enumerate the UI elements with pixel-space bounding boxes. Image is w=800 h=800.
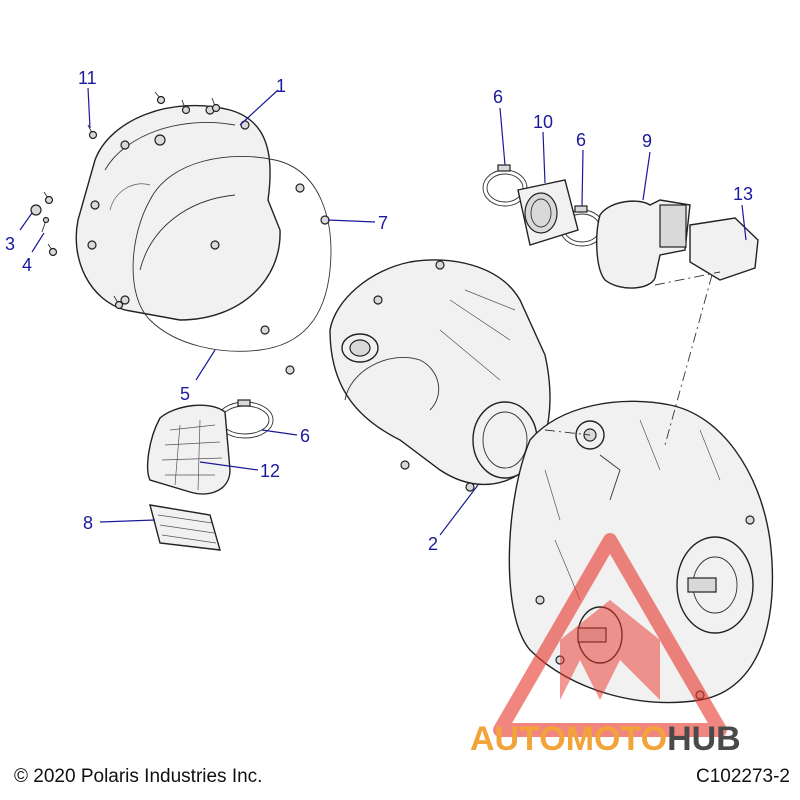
callout-2: 2 [428,534,438,554]
outer-clutch-cover [75,104,281,321]
callout-13: 13 [733,184,753,204]
intake-screen [149,504,221,551]
callout-7: 7 [378,213,388,233]
duct-cover-plate [689,217,759,281]
washer-and-pin [30,204,50,233]
watermark-part1: AUTOMOTO [470,720,667,758]
alignment-lines [544,271,721,446]
watermark-part2: HUB [667,720,741,758]
intake-elbow [596,199,691,289]
callout-5: 5 [180,384,190,404]
callout-4: 4 [22,255,32,275]
cover-screws [43,91,221,310]
watermark-text: AUTOMOTOHUB [470,720,741,758]
callout-8: 8 [83,513,93,533]
callout-10: 10 [533,112,553,132]
callout-3: 3 [5,234,15,254]
drawing-number: C102273-2 [695,766,790,787]
automotohub-watermark-logo [493,533,727,737]
callout-11: 11 [78,68,97,88]
callout-6-lower: 6 [300,426,310,446]
cover-gasket [132,155,332,352]
intake-duct-coupler [517,179,579,246]
callout-9: 9 [642,131,652,151]
callout-6-upper-right: 6 [576,130,586,150]
callout-1: 1 [276,76,286,96]
copyright-notice: © 2020 Polaris Industries Inc. [14,766,263,787]
callout-12: 12 [260,461,280,481]
inner-clutch-cover [329,259,551,492]
callout-6-upper-left: 6 [493,87,503,107]
lower-intake-duct [147,404,231,495]
